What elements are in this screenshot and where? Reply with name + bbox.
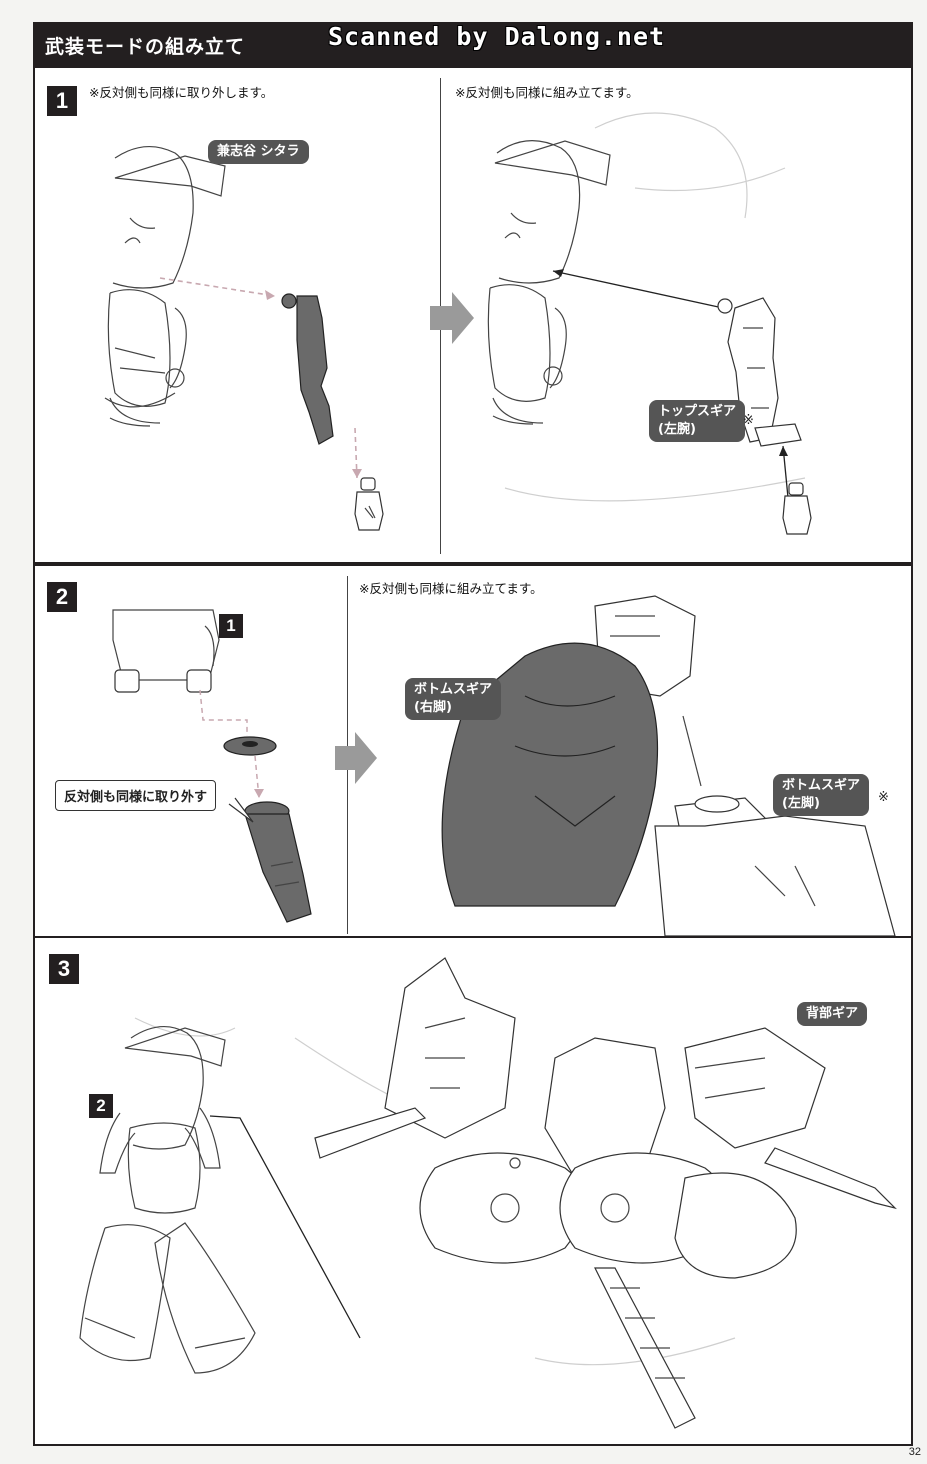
step-2-flow-arrow xyxy=(335,732,377,784)
step-2-illustration xyxy=(112,595,896,937)
scanner-watermark: Scanned by Dalong.net xyxy=(328,22,666,51)
step-1-flow-arrow xyxy=(430,292,474,344)
figure-lower-body xyxy=(112,609,220,693)
hand-part-right xyxy=(782,482,812,535)
character-figure-right xyxy=(487,139,611,425)
step-2-number: 2 xyxy=(47,582,77,612)
step-1-number: 1 xyxy=(47,86,77,116)
step-3-illustration xyxy=(79,957,897,1429)
bottoms-gear-left-label-line1: ボトムスギア xyxy=(782,778,861,793)
step-1-illustration xyxy=(104,112,812,535)
step-2-reference-number: 1 xyxy=(219,614,243,638)
step-3-panel: 3 2 xyxy=(33,936,913,1446)
bottoms-gear-right-leg xyxy=(441,595,696,907)
bottoms-gear-left-label: ボトムスギア (左脚) xyxy=(773,774,870,816)
character-name-label: 兼志谷 シタラ xyxy=(208,140,309,164)
hip-joint-part xyxy=(223,736,277,756)
bottoms-gear-right-label-line1: ボトムスギア xyxy=(414,682,493,697)
step-1-note-right: ※反対側も同様に組み立てます。 xyxy=(455,85,639,100)
step-1-symmetry-mark: ※ xyxy=(743,413,754,428)
tops-gear-label-line2: (左腕) xyxy=(658,422,696,437)
step-2-symmetry-mark: ※ xyxy=(878,790,889,805)
bottoms-gear-right-label: ボトムスギア (右脚) xyxy=(405,678,502,720)
section-header: 武装モードの組み立て xyxy=(33,22,913,68)
character-figure-left xyxy=(104,145,226,427)
step-3-number: 3 xyxy=(49,954,79,984)
step-1-note-left: ※反対側も同様に取り外します。 xyxy=(89,85,274,100)
bottoms-gear-right-label-line2: (右脚) xyxy=(414,700,452,715)
detached-arm-part xyxy=(281,293,334,445)
bottoms-gear-left-label-line2: (左脚) xyxy=(782,796,820,811)
tops-gear-label-line1: トップスギア xyxy=(658,404,737,419)
character-full-figure xyxy=(79,1026,256,1374)
tops-gear-label: トップスギア (左腕) xyxy=(649,400,746,442)
back-gear-label: 背部ギア xyxy=(797,1002,868,1026)
section-title: 武装モードの組み立て xyxy=(45,36,246,58)
bottoms-gear-left-leg xyxy=(654,795,896,937)
hand-part-left xyxy=(354,477,384,531)
back-gear-unit xyxy=(314,957,897,1429)
step-2-note-right: ※反対側も同様に組み立てます。 xyxy=(359,581,543,596)
page-number: 32 xyxy=(908,1446,921,1458)
step-1-panel: 1 ※反対側も同様に取り外します。 ※反対側も同様に組み立てます。 xyxy=(33,68,913,564)
step-3-reference-number: 2 xyxy=(89,1094,113,1118)
remove-other-side-callout: 反対側も同様に取り外す xyxy=(55,780,217,811)
step-2-panel: 2 1 ※反対側も同様に組み立てます。 xyxy=(33,564,913,938)
detached-leg-part xyxy=(244,801,312,923)
